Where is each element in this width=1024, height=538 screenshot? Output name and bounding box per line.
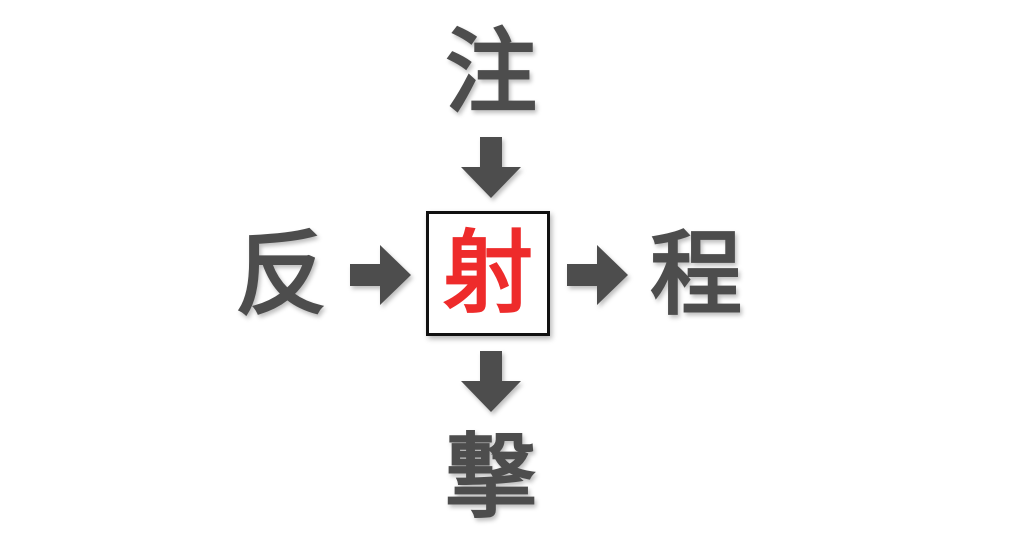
kanji-bottom: 撃 [444,424,537,531]
answer-box: 射 [426,211,550,336]
kanji-top: 注 [444,19,537,126]
kanji-left: 反 [234,221,327,328]
arrow-right-icon [567,244,629,306]
arrow-down-icon [460,137,522,199]
answer-kanji: 射 [443,221,533,326]
arrow-shape [567,245,628,305]
arrow-right-icon [350,244,412,306]
arrow-shape [461,137,521,198]
arrow-down-icon [460,351,522,413]
kanji-right: 程 [649,221,742,328]
arrow-shape [350,245,411,305]
arrow-shape [461,351,521,412]
